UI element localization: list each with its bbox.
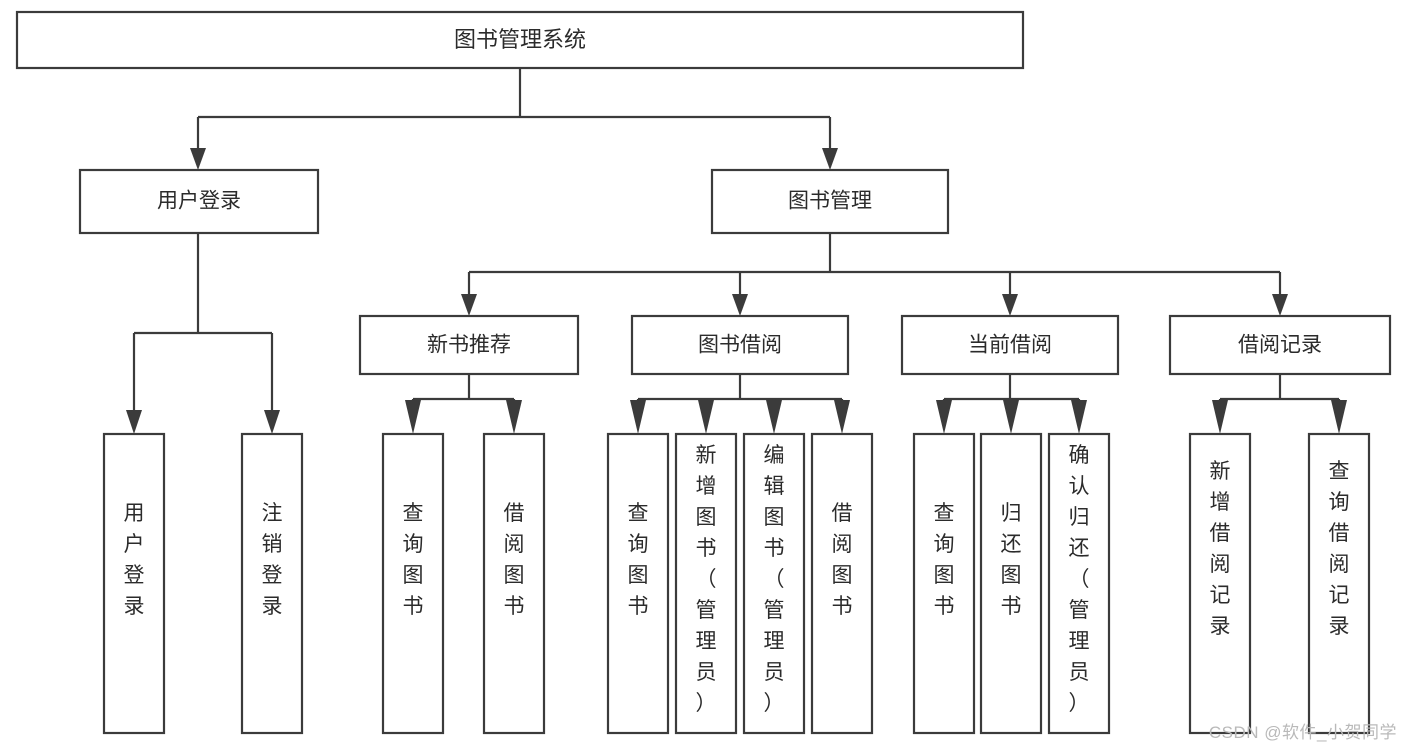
watermark: CSDN @软件_小贺同学 [1208, 723, 1397, 742]
node-leaf-return-book[interactable]: 归还图书 [979, 432, 1043, 735]
node-leaf-borrow-book-2-box[interactable] [810, 432, 874, 735]
arrow-cb-to-leaf2 [1003, 400, 1019, 434]
node-book-manage-box[interactable] [710, 168, 950, 235]
arrow-user-login-to-leaf1 [126, 410, 142, 434]
node-leaf-confirm-return-label: 确认归还（管理员） [1069, 444, 1090, 715]
arrow-cb-to-leaf3 [1071, 400, 1087, 434]
arrow-bm-to-bookborrow [732, 294, 748, 316]
node-leaf-user-login-box[interactable] [102, 432, 166, 735]
arrow-bb-to-leaf3 [766, 400, 782, 434]
node-leaf-user-login[interactable]: 用户登录 [102, 432, 166, 735]
node-new-book-rec[interactable]: 新书推荐 [358, 314, 580, 376]
arrow-bm-to-borrowrecord [1272, 294, 1288, 316]
node-leaf-query-book-3-box[interactable] [912, 432, 976, 735]
node-leaf-query-book-2-label: 查询图书 [628, 502, 649, 618]
node-leaf-logout-login-label: 注销登录 [262, 502, 283, 618]
node-book-manage-label: 图书管理 [788, 190, 872, 213]
node-leaf-borrow-book-2-label: 借阅图书 [832, 502, 853, 618]
node-user-login-box[interactable] [78, 168, 320, 235]
node-borrow-record[interactable]: 借阅记录 [1168, 314, 1392, 376]
node-leaf-confirm-return-box[interactable] [1047, 432, 1111, 735]
arrow-cb-to-leaf1 [936, 400, 952, 434]
node-leaf-return-book-label: 归还图书 [1001, 502, 1022, 618]
node-leaf-add-record[interactable]: 新增借阅记录 [1188, 432, 1252, 735]
node-book-borrow-label: 图书借阅 [698, 334, 782, 357]
node-leaf-query-book-2[interactable]: 查询图书 [606, 432, 670, 735]
arrow-root-to-user-login [190, 148, 206, 170]
node-root[interactable]: 图书管理系统 [15, 10, 1025, 70]
node-leaf-user-login-label: 用户登录 [124, 502, 145, 618]
node-new-book-rec-box[interactable] [358, 314, 580, 376]
node-leaf-logout-login[interactable]: 注销登录 [240, 432, 304, 735]
node-borrow-record-label: 借阅记录 [1238, 334, 1322, 357]
node-leaf-add-book-label: 新增图书（管理员） [696, 444, 717, 715]
node-leaf-add-record-label: 新增借阅记录 [1210, 460, 1231, 638]
node-leaf-edit-book[interactable]: 编辑图书（管理员） [742, 432, 806, 735]
node-leaf-add-record-box[interactable] [1188, 432, 1252, 735]
node-leaf-borrow-book-1[interactable]: 借阅图书 [482, 432, 546, 735]
node-leaf-borrow-book-1-box[interactable] [482, 432, 546, 735]
node-leaf-borrow-book-1-label: 借阅图书 [504, 502, 525, 618]
node-leaf-query-book-3-label: 查询图书 [934, 502, 955, 618]
node-user-login-label: 用户登录 [157, 190, 241, 213]
arrow-bb-to-leaf4 [834, 400, 850, 434]
node-leaf-query-book-1-box[interactable] [381, 432, 445, 735]
node-leaf-query-book-3[interactable]: 查询图书 [912, 432, 976, 735]
arrow-br-to-leaf2 [1331, 400, 1347, 434]
node-leaf-add-book[interactable]: 新增图书（管理员） [674, 432, 738, 735]
node-book-borrow-box[interactable] [630, 314, 850, 376]
arrow-user-login-to-leaf2 [264, 410, 280, 434]
node-current-borrow-box[interactable] [900, 314, 1120, 376]
node-book-manage[interactable]: 图书管理 [710, 168, 950, 235]
node-leaf-logout-login-box[interactable] [240, 432, 304, 735]
node-leaf-confirm-return[interactable]: 确认归还（管理员） [1047, 432, 1111, 735]
arrow-root-to-book-manage [822, 148, 838, 170]
node-leaf-edit-book-box[interactable] [742, 432, 806, 735]
node-current-borrow[interactable]: 当前借阅 [900, 314, 1120, 376]
node-leaf-return-book-box[interactable] [979, 432, 1043, 735]
node-root-box[interactable] [15, 10, 1025, 70]
connectors-layer [126, 68, 1347, 434]
arrow-br-to-leaf1 [1212, 400, 1228, 434]
node-leaf-edit-book-label: 编辑图书（管理员） [764, 444, 785, 715]
node-current-borrow-label: 当前借阅 [968, 334, 1052, 357]
arrow-newbook-to-leaf1 [405, 400, 421, 434]
node-leaf-borrow-book-2[interactable]: 借阅图书 [810, 432, 874, 735]
node-leaf-query-book-1-label: 查询图书 [403, 502, 424, 618]
node-leaf-query-record[interactable]: 查询借阅记录 [1307, 432, 1371, 735]
node-leaf-query-record-label: 查询借阅记录 [1329, 460, 1350, 638]
arrow-newbook-to-leaf2 [506, 400, 522, 434]
arrow-bm-to-currentborrow [1002, 294, 1018, 316]
node-book-borrow[interactable]: 图书借阅 [630, 314, 850, 376]
node-leaf-add-book-box[interactable] [674, 432, 738, 735]
arrow-bm-to-newbook [461, 294, 477, 316]
node-root-label: 图书管理系统 [454, 27, 586, 52]
node-leaf-query-book-2-box[interactable] [606, 432, 670, 735]
node-leaf-query-record-box[interactable] [1307, 432, 1371, 735]
node-leaf-query-book-1[interactable]: 查询图书 [381, 432, 445, 735]
arrow-bb-to-leaf2 [698, 400, 714, 434]
arrow-bb-to-leaf1 [630, 400, 646, 434]
node-borrow-record-box[interactable] [1168, 314, 1392, 376]
node-new-book-rec-label: 新书推荐 [427, 334, 511, 357]
node-user-login[interactable]: 用户登录 [78, 168, 320, 235]
